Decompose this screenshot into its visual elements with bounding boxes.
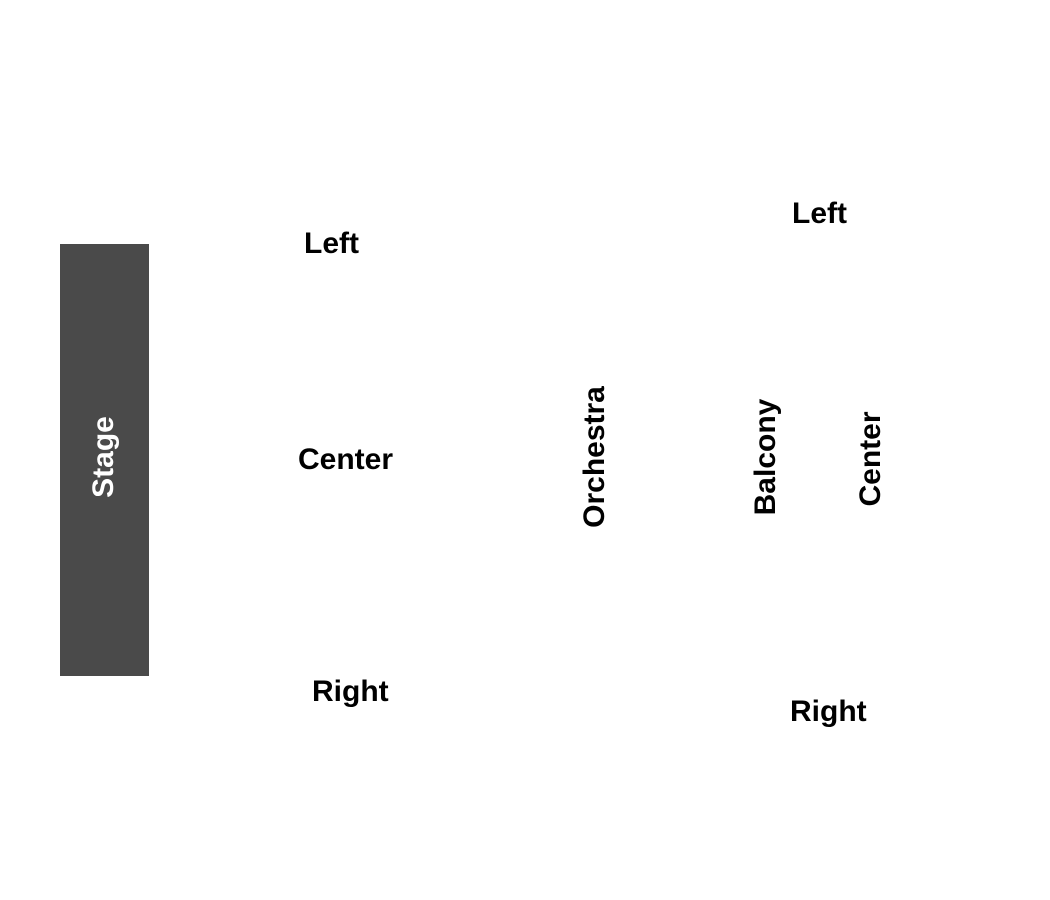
orchestra-label: Orchestra [578, 386, 611, 528]
orchestra-center-section[interactable]: Center [298, 443, 394, 476]
balcony-center-section[interactable]: Center [854, 411, 887, 507]
balcony-label: Balcony [749, 398, 782, 516]
orchestra-left-section[interactable]: Left [304, 227, 359, 260]
orchestra-right-section[interactable]: Right [312, 675, 389, 708]
balcony-right-section[interactable]: Right [790, 695, 867, 728]
stage-label: Stage [87, 416, 120, 498]
balcony-left-section[interactable]: Left [792, 197, 847, 230]
stage-block [60, 244, 149, 676]
